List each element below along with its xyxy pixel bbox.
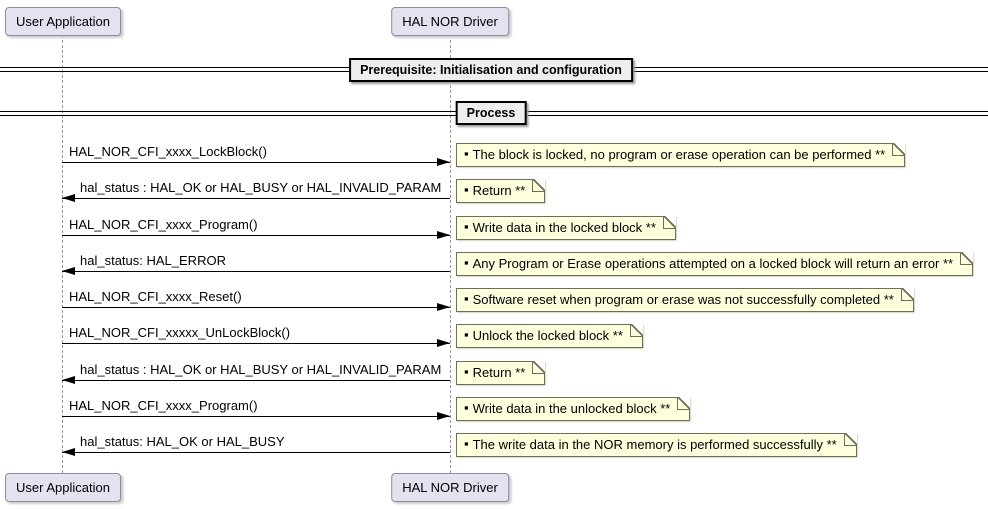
- message-label: HAL_NOR_CFI_xxxx_Program(): [69, 217, 258, 232]
- note-text: The write data in the NOR memory is perf…: [472, 437, 837, 452]
- message-line: [62, 380, 450, 381]
- participant-label: HAL NOR Driver: [402, 14, 498, 29]
- arrow-head-right-icon: [437, 412, 450, 420]
- note-fold-icon: [960, 252, 974, 265]
- participant-hal-nor-driver-bottom: HAL NOR Driver: [391, 473, 509, 502]
- divider-prerequisite: Prerequisite: Initialisation and configu…: [349, 58, 633, 82]
- message-label: hal_status: HAL_OK or HAL_BUSY: [80, 434, 285, 449]
- message-label: HAL_NOR_CFI_xxxx_Reset(): [69, 289, 242, 304]
- note-bullet-icon: ▪: [464, 327, 469, 342]
- lifeline-hal-nor-driver: [450, 35, 451, 473]
- participant-label: User Application: [16, 480, 110, 495]
- note-text: Return **: [472, 365, 526, 380]
- note: ▪Write data in the locked block **: [456, 216, 676, 240]
- note-fold-icon: [629, 324, 643, 337]
- message-label: hal_status: HAL_ERROR: [80, 253, 226, 268]
- message-label: HAL_NOR_CFI_xxxxx_UnLockBlock(): [69, 325, 291, 340]
- message-label: hal_status : HAL_OK or HAL_BUSY or HAL_I…: [80, 180, 442, 195]
- note-bullet-icon: ▪: [464, 219, 469, 234]
- lifeline-user-application: [62, 35, 63, 473]
- participant-label: HAL NOR Driver: [402, 480, 498, 495]
- note-text: Software reset when program or erase was…: [472, 292, 894, 307]
- note-fold-icon: [900, 288, 914, 301]
- arrow-head-right-icon: [437, 158, 450, 166]
- note-fold-icon: [532, 361, 546, 374]
- note: ▪Return **: [456, 361, 546, 385]
- note-fold-icon: [532, 179, 546, 192]
- note-bullet-icon: ▪: [464, 436, 469, 451]
- note-text: Write data in the locked block **: [472, 220, 656, 235]
- message-label: HAL_NOR_CFI_xxxx_Program(): [69, 398, 258, 413]
- message-line: [62, 198, 450, 199]
- divider-prerequisite-label: Prerequisite: Initialisation and configu…: [360, 63, 622, 77]
- note-text: Unlock the locked block **: [472, 328, 623, 343]
- arrow-head-right-icon: [437, 339, 450, 347]
- arrow-head-left-icon: [62, 376, 75, 384]
- message-line: [62, 452, 450, 453]
- message-line: [62, 235, 450, 236]
- note-bullet-icon: ▪: [464, 255, 469, 270]
- note-fold-icon: [662, 216, 676, 229]
- note-text: Write data in the unlocked block **: [472, 401, 671, 416]
- note: ▪Write data in the unlocked block **: [456, 397, 691, 421]
- note: ▪The block is locked, no program or eras…: [456, 143, 906, 167]
- message-line: [62, 343, 450, 344]
- participant-label: User Application: [16, 14, 110, 29]
- arrow-head-left-icon: [62, 194, 75, 202]
- note-fold-icon: [892, 143, 906, 156]
- message-label: HAL_NOR_CFI_xxxx_LockBlock(): [69, 144, 267, 159]
- message-line: [62, 271, 450, 272]
- note-fold-icon: [843, 433, 857, 446]
- arrow-head-right-icon: [437, 231, 450, 239]
- note-bullet-icon: ▪: [464, 146, 469, 161]
- note: ▪The write data in the NOR memory is per…: [456, 433, 857, 457]
- note-text: The block is locked, no program or erase…: [472, 147, 886, 162]
- note-fold-icon: [677, 397, 691, 410]
- note: ▪Unlock the locked block **: [456, 324, 643, 348]
- note: ▪Software reset when program or erase wa…: [456, 288, 914, 312]
- note: ▪Return **: [456, 179, 546, 203]
- arrow-head-left-icon: [62, 448, 75, 456]
- note-bullet-icon: ▪: [464, 291, 469, 306]
- note: ▪Any Program or Erase operations attempt…: [456, 252, 974, 276]
- note-bullet-icon: ▪: [464, 400, 469, 415]
- arrow-head-right-icon: [437, 303, 450, 311]
- arrow-head-left-icon: [62, 267, 75, 275]
- note-text: Return **: [472, 183, 526, 198]
- message-line: [62, 416, 450, 417]
- participant-user-application-bottom: User Application: [5, 473, 121, 502]
- participant-hal-nor-driver-top: HAL NOR Driver: [391, 7, 509, 36]
- note-bullet-icon: ▪: [464, 364, 469, 379]
- message-line: [62, 307, 450, 308]
- note-bullet-icon: ▪: [464, 182, 469, 197]
- note-text: Any Program or Erase operations attempte…: [472, 256, 954, 271]
- divider-process: Process: [455, 101, 527, 125]
- message-label: hal_status : HAL_OK or HAL_BUSY or HAL_I…: [80, 362, 442, 377]
- participant-user-application-top: User Application: [5, 7, 121, 36]
- divider-process-label: Process: [466, 106, 516, 120]
- message-line: [62, 162, 450, 163]
